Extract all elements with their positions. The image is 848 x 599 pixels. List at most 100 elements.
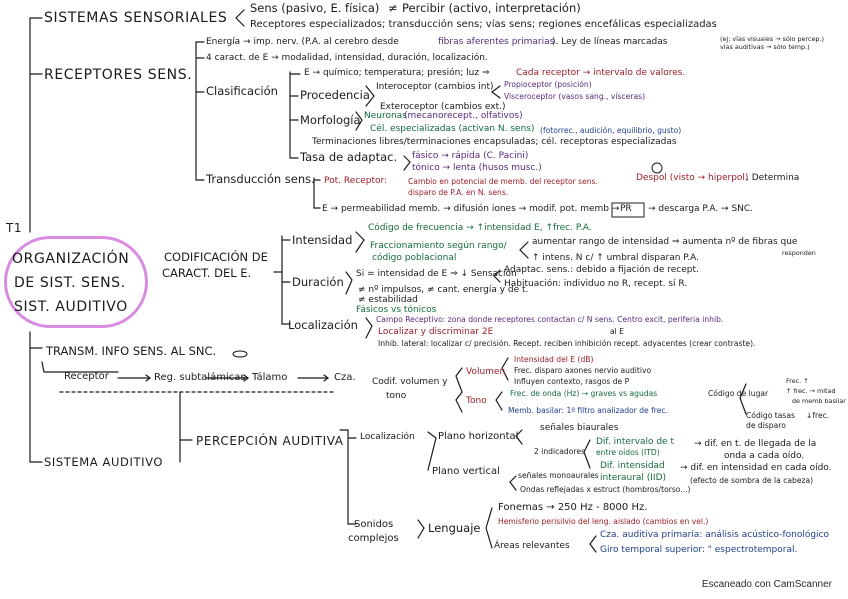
duracion-label: Duración <box>292 277 344 289</box>
terminaciones: Terminaciones libres/terminaciones encap… <box>312 138 677 147</box>
topic-tag: T1 <box>6 222 22 234</box>
senales-biaurales: señales biaurales <box>540 424 618 433</box>
membrana-basilar: Memb. basilar: 1º filtro analizador de f… <box>508 407 668 415</box>
memb-basilar-note: de memb basilar <box>792 398 846 404</box>
adaptacion-sens: Adaptac. sens.: debido a fijación de rec… <box>504 266 699 275</box>
codigo-poblacional: código poblacional <box>372 254 456 263</box>
clasificacion-label: Clasificación <box>206 86 278 98</box>
talamo-node: Tálamo <box>252 373 287 383</box>
tonico: tónico → lenta (husos musc.) <box>412 164 542 173</box>
fotorreceptores: (fotorrec., audición, equilibrio, gusto) <box>540 127 681 135</box>
si-intensidad: Si = intensidad de E ⇒ ↓ Sensación <box>356 270 517 279</box>
interaural-iid: interaural (IID) <box>600 474 666 483</box>
cada-receptor: Cada receptor → intervalo de valores. <box>516 69 685 78</box>
intensidad-label: Intensidad <box>292 235 352 247</box>
pr-box: PR <box>620 205 632 214</box>
celulas-especializadas: Cél. especializadas (activan N. sens) <box>370 125 535 134</box>
corteza-node: Cza. <box>334 373 356 383</box>
interoceptor: Interoceptor (cambios int) <box>376 83 493 92</box>
center-title-line3: SIST. AUDITIVO <box>14 300 128 314</box>
center-title-line2: DE SIST. SENS. <box>14 276 126 290</box>
receptor-node: Receptor <box>64 372 109 382</box>
percepcion-auditiva-heading: PERCEPCIÓN AUDITIVA <box>196 435 344 447</box>
neq-symbol: ≠ <box>388 3 398 15</box>
codigo-tasas: Código tasas <box>746 412 795 420</box>
localizacion-label: Localización <box>288 320 358 332</box>
estabilidad: ≠ estabilidad <box>358 296 418 305</box>
cambio-potencial: Cambio en potencial de memb. del recepto… <box>408 178 598 186</box>
areas-relevantes: Áreas relevantes <box>494 542 570 551</box>
plano-horizontal: Plano horizontal <box>438 432 518 442</box>
tono-label: tono <box>386 392 406 401</box>
sonidos-label: Sonidos <box>354 520 393 530</box>
transduccion-label: Transducción sens. <box>206 174 315 186</box>
giro-temporal: Giro temporal superior: " espectrotempor… <box>600 546 797 555</box>
neuronas: Neuronas <box>364 112 407 121</box>
responden: responden <box>782 250 816 256</box>
sistema-auditivo-heading: SISTEMA AUDITIVO <box>44 457 163 469</box>
despolarizacion: Despol (visto → hiperpol) <box>636 174 748 183</box>
inhibicion-lateral: Inhib. lateral: localizar c/ precisión. … <box>378 340 755 348</box>
fraccionamiento: Fraccionamiento según rango/ <box>370 242 507 251</box>
mecanoreceptores: (mecanorecept., olfativos) <box>404 112 523 121</box>
ley-lineas: ). Ley de líneas marcadas <box>552 38 667 47</box>
codif-volumen: Codif. volumen y <box>372 378 447 387</box>
tono-red-label: Tono <box>466 397 487 406</box>
tasas-disparo: de disparo <box>746 422 786 430</box>
codificacion-label-1: CODIFICACIÓN DE <box>164 252 268 264</box>
ley-note-2: vías auditivas → sólo temp.) <box>720 44 810 50</box>
codigo-lugar: Código de lugar <box>708 390 768 398</box>
energia-text: Energía → imp. nerv. (P.A. al cerebro de… <box>206 38 399 47</box>
al-e: al E <box>610 328 624 336</box>
senales-monoaurales: señales monoaurales <box>518 472 599 480</box>
localizar-discriminar: Localizar y discriminar 2E <box>378 328 493 337</box>
plano-vertical: Plano vertical <box>432 467 500 477</box>
aumentar-rango: aumentar rango de intensidad ⇒ aumenta n… <box>532 238 797 247</box>
propioceptor: Propioceptor (posición) <box>504 81 592 89</box>
tipos-energia: E → químico; temperatura; presión; luz ⇒ <box>304 69 490 78</box>
descarga-snc: → descarga P.A. → SNC. <box>648 205 753 214</box>
complejos-label: complejos <box>348 534 399 544</box>
lenguaje-label: Lenguaje <box>428 523 480 535</box>
tasa-adaptacion-label: Tasa de adaptac. <box>300 152 397 164</box>
permeabilidad-chain: E → permeabilidad memb. → difusión iones… <box>322 205 619 214</box>
potencial-receptor: Pot. Receptor: <box>324 177 387 186</box>
frec-up: Frec. ↑ <box>786 378 809 384</box>
onda-cada-oido: onda a cada oído. <box>724 452 804 461</box>
habituacion: Habituación: individuo no R, recept. sí … <box>504 280 687 289</box>
num-impulsos: ≠ nº impulsos, ≠ cant. energía y de t. <box>358 286 528 295</box>
heading-receptores-sens: RECEPTORES SENS. <box>44 68 192 82</box>
efecto-sombra: (efecto de sombra de la cabeza) <box>690 477 813 485</box>
subtalamicas-node: Reg. subtalámicas <box>154 373 246 383</box>
dif-intensidad: Dif. intensidad <box>600 462 665 471</box>
ley-note-1: (ej: vías visuales → sólo percep.) <box>720 36 824 42</box>
visceroceptor: Visceroceptor (vasos sang., vísceras) <box>504 93 645 101</box>
frec-disparo: Frec. disparo axones nervio auditivo <box>514 367 651 375</box>
frecuencia-onda: Frec. de onda (Hz) → graves vs agudas <box>510 390 657 398</box>
transmision-heading: TRANSM. INFO SENS. AL SNC. <box>46 346 216 358</box>
codificacion-label-2: CARACT. DEL E. <box>162 268 251 280</box>
frec-low: ↓frec. <box>806 412 829 420</box>
volumen-label: Volumen <box>466 368 505 377</box>
codigo-frecuencia: Código de frecuencia → ↑intensidad E, ↑f… <box>368 224 592 233</box>
scanner-footer: Escaneado con CamScanner <box>702 579 832 590</box>
morfologia-label: Morfología <box>300 115 361 127</box>
sens-definition: Sens (pasivo, E. física) <box>250 3 379 15</box>
dif-intensidad-oido: → dif. en intensidad en cada oído. <box>680 464 832 473</box>
ondas-reflejadas: Ondas reflejadas x estruct (hombros/tors… <box>520 486 691 494</box>
frec-mitad: ↑ frec. → mitad <box>786 388 836 394</box>
fasico: fásico → rápida (C. Pacini) <box>412 152 528 161</box>
umbral: ↑ intens. N c/ ↑ umbral disparan P.A. <box>532 254 699 263</box>
procedencia-label: Procedencia <box>300 90 370 102</box>
fonemas: Fonemas → 250 Hz - 8000 Hz. <box>498 503 647 513</box>
localizacion-aud-label: Localización <box>360 433 415 442</box>
determina: . Determina <box>746 174 799 183</box>
cuatro-caracteristicas: 4 caract. de E → modalidad, intensidad, … <box>206 54 488 63</box>
disparo-pa: disparo de P.A. en N. sens. <box>408 189 508 197</box>
percibir-definition: Percibir (activo, interpretación) <box>402 3 581 15</box>
dif-tiempo-llegada: → dif. en t. de llegada de la <box>694 440 816 449</box>
corteza-auditiva-primaria: Cza. auditiva primaria: análisis acústic… <box>600 531 829 540</box>
fibras-aferentes: fibras aferentes primarias <box>438 38 554 47</box>
dos-indicadores: 2 indicadores <box>534 448 585 456</box>
intensidad-db: Intensidad del E (dB) <box>514 356 593 364</box>
